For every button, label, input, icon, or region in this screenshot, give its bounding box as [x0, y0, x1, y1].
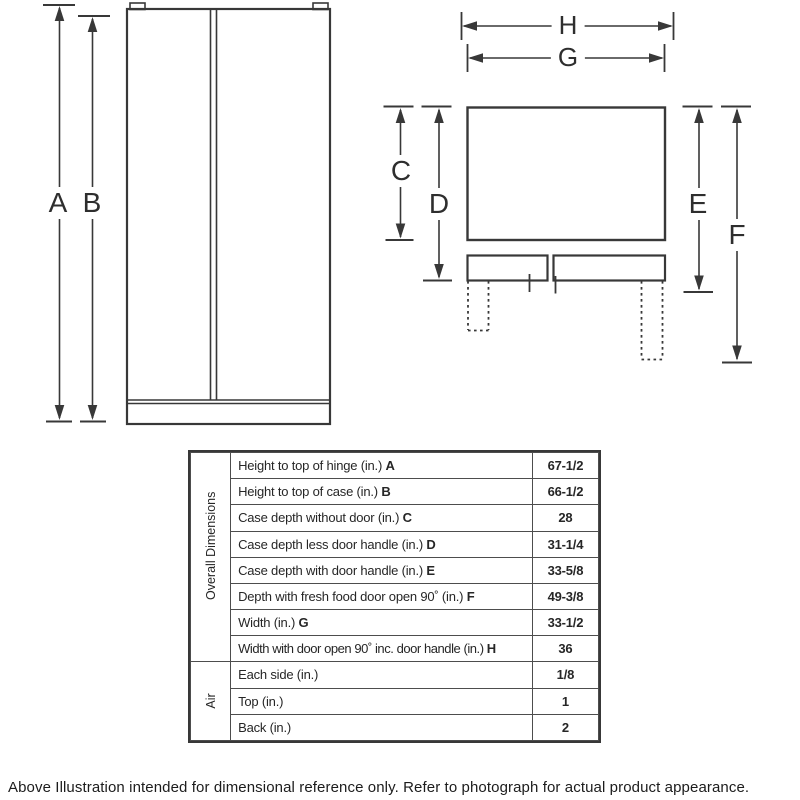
dim-label-b: B	[77, 187, 107, 219]
dim-label-d: D	[423, 188, 455, 220]
dim-arrow-h	[460, 12, 675, 40]
row-label: Each side (in.)	[230, 661, 533, 689]
table-row: Overall Dimensions Height to top of hing…	[189, 451, 600, 663]
table-row: Width (in.) G 33-1/2	[191, 609, 600, 637]
dim-label-c: C	[385, 155, 417, 187]
row-label: Case depth less door handle (in.) D	[230, 530, 533, 558]
fridge-cabinet-outline	[125, 7, 332, 426]
row-value: 36	[531, 635, 600, 663]
freezer-door-open-dashed	[467, 281, 490, 332]
table-row: Case depth with door handle (in.) E 33-5…	[191, 556, 600, 584]
row-label: Back (in.)	[230, 713, 533, 742]
table-row: Depth with fresh food door open 90˚ (in.…	[191, 582, 600, 611]
table-row: Width with door open 90˚ inc. door handl…	[191, 635, 600, 663]
row-label: Depth with fresh food door open 90˚ (in.…	[230, 582, 533, 611]
table-row: Height to top of case (in.) B 66-1/2	[191, 478, 600, 506]
group-air: Air	[189, 661, 232, 741]
row-label: Height to top of hinge (in.) A	[230, 451, 533, 480]
row-value: 67-1/2	[531, 451, 600, 480]
table-row: Back (in.) 2	[191, 713, 600, 742]
dim-label-e: E	[683, 188, 713, 220]
row-value: 33-1/2	[531, 609, 600, 637]
footer-disclaimer: Above Illustration intended for dimensio…	[8, 779, 750, 796]
dim-label-g: G	[550, 42, 586, 72]
dimension-table: Overall Dimensions Height to top of hing…	[188, 450, 601, 743]
row-value: 66-1/2	[531, 478, 600, 506]
dimension-table-grid: Overall Dimensions Height to top of hing…	[189, 451, 600, 742]
row-label: Top (in.)	[230, 687, 533, 715]
fresh-food-door-open-dashed	[640, 281, 664, 361]
door-divider	[209, 10, 218, 400]
row-value: 1/8	[531, 661, 600, 689]
dim-arrow-g	[466, 44, 666, 72]
row-value: 28	[531, 504, 600, 532]
dim-label-a: A	[43, 187, 73, 219]
group-label-overall: Overall Dimensions	[203, 491, 218, 601]
row-label: Case depth without door (in.) C	[230, 504, 533, 532]
hinge-tab-left	[129, 2, 146, 11]
group-label-air: Air	[203, 693, 218, 709]
row-value: 31-1/4	[531, 530, 600, 558]
hinge-tab-right	[312, 2, 329, 11]
row-label: Height to top of case (in.) B	[230, 478, 533, 506]
table-row: Air Each side (in.) 1/8	[189, 661, 600, 741]
freezer-door-top-view	[466, 254, 549, 282]
group-overall-dimensions: Overall Dimensions	[189, 451, 232, 663]
row-value: 49-3/8	[531, 582, 600, 611]
top-view	[466, 106, 667, 361]
dim-label-h: H	[551, 10, 585, 40]
table-row: Top (in.) 1	[191, 687, 600, 715]
table-row: Case depth less door handle (in.) D 31-1…	[191, 530, 600, 558]
dimension-diagram	[43, 2, 752, 426]
row-value: 1	[531, 687, 600, 715]
front-view	[125, 2, 332, 426]
row-label: Width (in.) G	[230, 609, 533, 637]
dim-label-f: F	[723, 219, 751, 251]
case-top-view	[466, 106, 667, 242]
row-value: 2	[531, 713, 600, 742]
row-value: 33-5/8	[531, 556, 600, 584]
row-label: Case depth with door handle (in.) E	[230, 556, 533, 584]
row-label: Width with door open 90˚ inc. door handl…	[230, 635, 533, 663]
fresh-food-door-top-view	[552, 254, 667, 282]
table-row: Case depth without door (in.) C 28	[191, 504, 600, 532]
